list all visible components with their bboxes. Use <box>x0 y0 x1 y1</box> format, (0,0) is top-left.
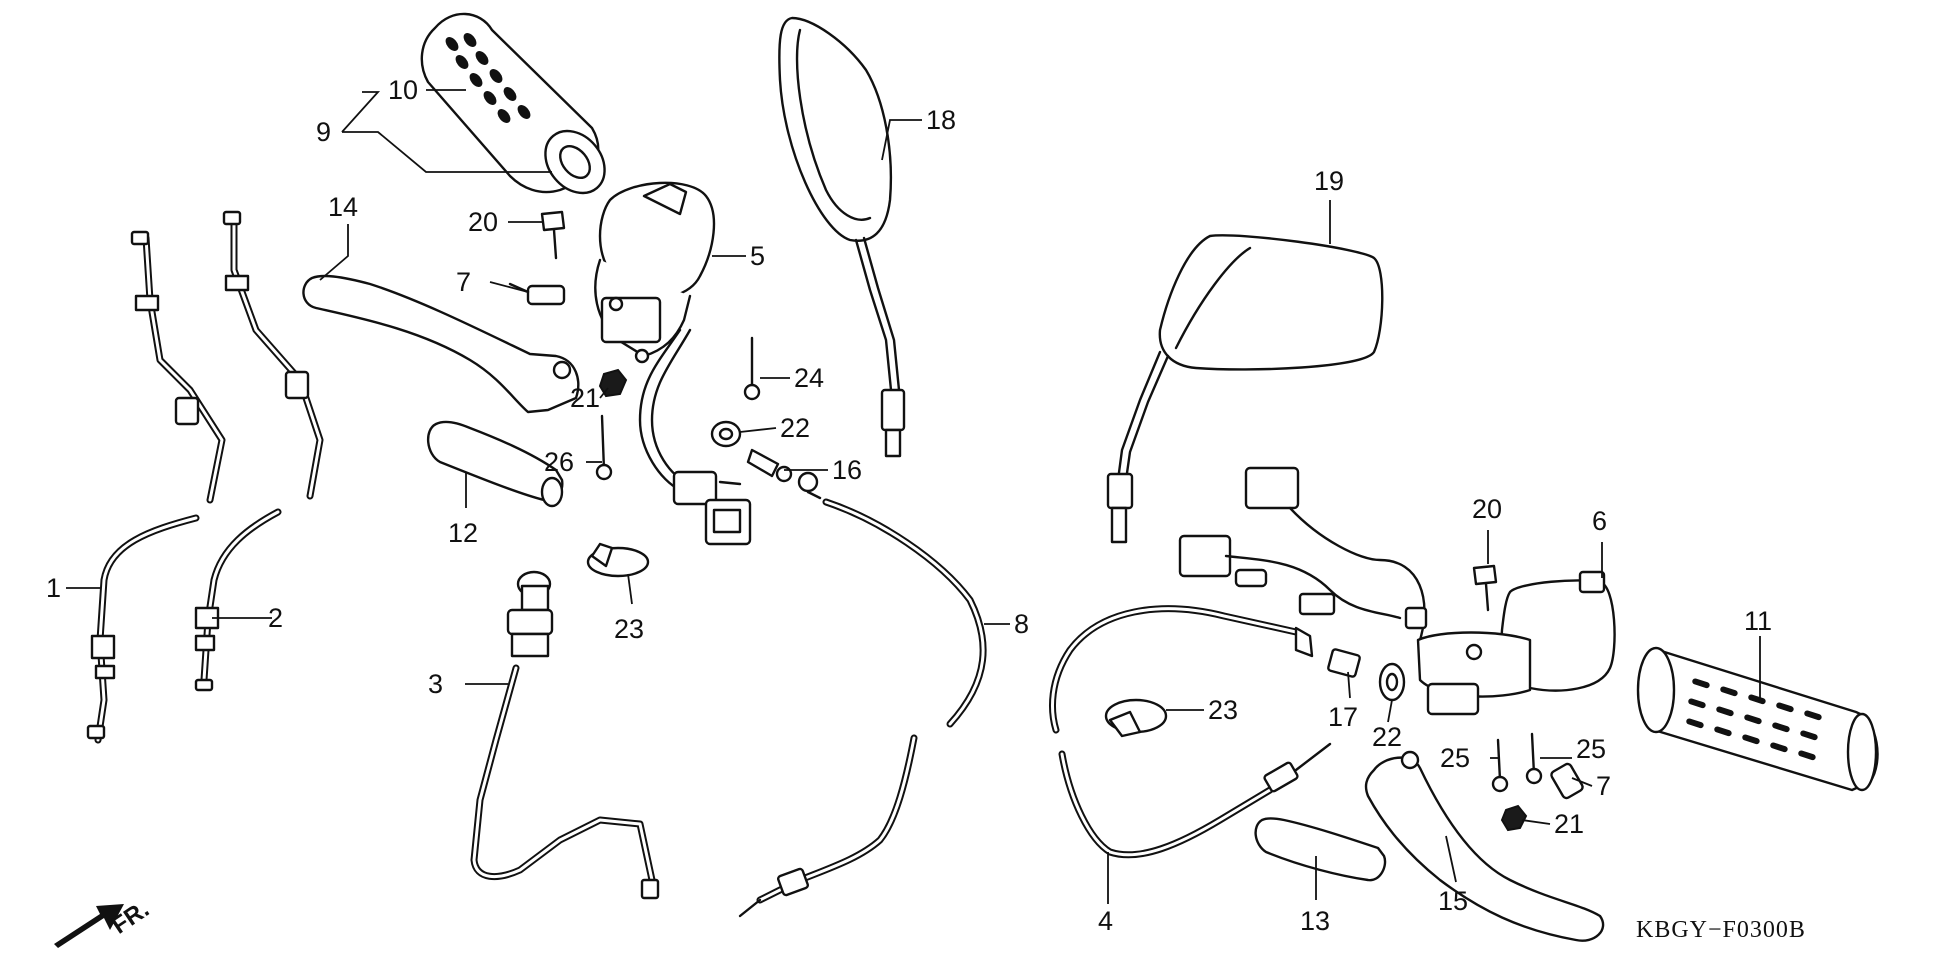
callout-22-right: 22 <box>1372 722 1402 752</box>
right-mirror-part <box>1106 234 1384 544</box>
callout-20-right: 20 <box>1472 494 1502 524</box>
callout-14: 14 <box>328 192 358 222</box>
callout-23-right: 23 <box>1208 695 1238 725</box>
leader-lines <box>66 89 1761 904</box>
right-harness-part <box>1178 466 1428 642</box>
clutch-cable-part <box>738 471 987 918</box>
callout-26: 26 <box>544 447 574 477</box>
left-mirror-part <box>778 16 906 458</box>
callout-2: 2 <box>268 603 283 633</box>
choke-cable-part <box>470 570 660 900</box>
callout-24: 24 <box>794 363 824 393</box>
brake-lever-part <box>1364 750 1605 942</box>
callout-labels: 1 2 3 4 5 6 7 7 8 9 10 11 12 13 14 15 16… <box>46 75 1806 943</box>
right-grip-part <box>1636 646 1879 792</box>
callout-6: 6 <box>1592 506 1607 536</box>
callout-16: 16 <box>832 455 862 485</box>
callout-19: 19 <box>1314 166 1344 196</box>
left-grip-cover-part <box>427 420 564 508</box>
callout-21-left: 21 <box>570 383 600 413</box>
callout-21-right: 21 <box>1554 809 1584 839</box>
callout-17: 17 <box>1328 702 1358 732</box>
callout-3: 3 <box>428 669 443 699</box>
front-direction-label: FR. <box>107 896 154 940</box>
callout-1: 1 <box>46 573 61 603</box>
callout-10: 10 <box>388 75 418 105</box>
callout-15: 15 <box>1438 886 1468 916</box>
right-small-hardware <box>1104 564 1584 832</box>
callout-11: 11 <box>1744 606 1772 636</box>
left-harness-part <box>638 328 752 546</box>
diagram-code-label: KBGY−F0300B <box>1636 917 1806 943</box>
throttle-grip-part <box>420 12 606 195</box>
callout-12: 12 <box>448 518 478 548</box>
callout-7-right: 7 <box>1596 771 1611 801</box>
callout-13: 13 <box>1300 906 1330 936</box>
callout-8: 8 <box>1014 609 1029 639</box>
callout-22-left: 22 <box>780 413 810 443</box>
callout-4: 4 <box>1098 906 1113 936</box>
callout-5: 5 <box>750 241 765 271</box>
clutch-lever-part <box>302 274 580 414</box>
right-switch-housing-part <box>1416 570 1616 716</box>
cable-1-part <box>86 230 226 744</box>
cable-4-part <box>1049 605 1332 859</box>
left-switch-housing-part <box>594 181 716 364</box>
front-direction-arrow-icon <box>54 904 124 948</box>
callout-7-left: 7 <box>456 267 471 297</box>
callout-20-left: 20 <box>468 207 498 237</box>
callout-9: 9 <box>316 117 331 147</box>
right-grip-cover-part <box>1254 817 1387 882</box>
callout-25-right: 25 <box>1576 734 1606 764</box>
callout-25-left: 25 <box>1440 743 1470 773</box>
callout-23-left: 23 <box>614 614 644 644</box>
callout-18: 18 <box>926 105 956 135</box>
cable-2-part <box>194 210 324 692</box>
